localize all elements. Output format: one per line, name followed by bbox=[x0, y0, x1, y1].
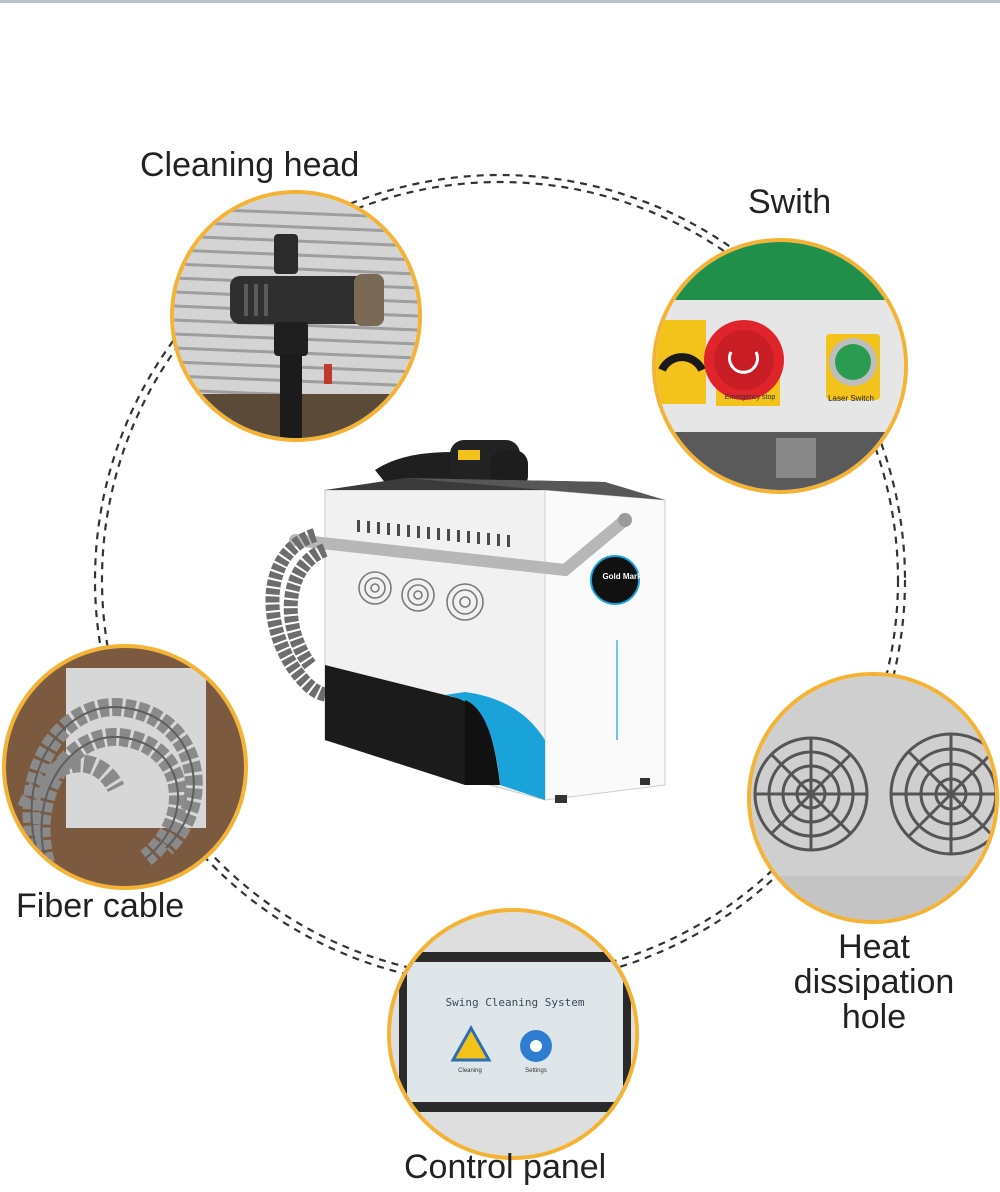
label-switch: Swith bbox=[748, 183, 832, 221]
screen-settings-label: Settings bbox=[525, 1068, 547, 1074]
label-fiber-cable: Fiber cable bbox=[16, 887, 185, 925]
label-cleaning-head: Cleaning head bbox=[140, 146, 360, 184]
screen-cleaning-label: Cleaning bbox=[458, 1068, 482, 1074]
fiber-cable-photo bbox=[2, 644, 248, 890]
label-control-panel: Control panel bbox=[404, 1148, 607, 1186]
label-heat-line2: dissipation bbox=[793, 963, 955, 1001]
cleaning-head-photo bbox=[170, 190, 422, 442]
laser-switch-text: Laser Switch bbox=[828, 394, 874, 403]
control-panel-photo: Swing Cleaning System Cleaning Settings bbox=[387, 908, 639, 1160]
emergency-stop-text: Emergency stop bbox=[724, 394, 776, 401]
heat-dissipation-photo bbox=[747, 672, 999, 924]
screen-title: Swing Cleaning System bbox=[445, 996, 585, 1009]
brand-logo-text: Gold Mark bbox=[602, 572, 642, 581]
label-heat-line3: hole bbox=[841, 998, 907, 1036]
label-heat-dissipation: Heat dissipation hole bbox=[774, 930, 974, 1035]
switch-photo bbox=[652, 238, 908, 494]
label-heat-line1: Heat bbox=[838, 928, 910, 966]
laser-cleaning-machine bbox=[265, 440, 666, 803]
top-divider bbox=[0, 0, 1000, 3]
